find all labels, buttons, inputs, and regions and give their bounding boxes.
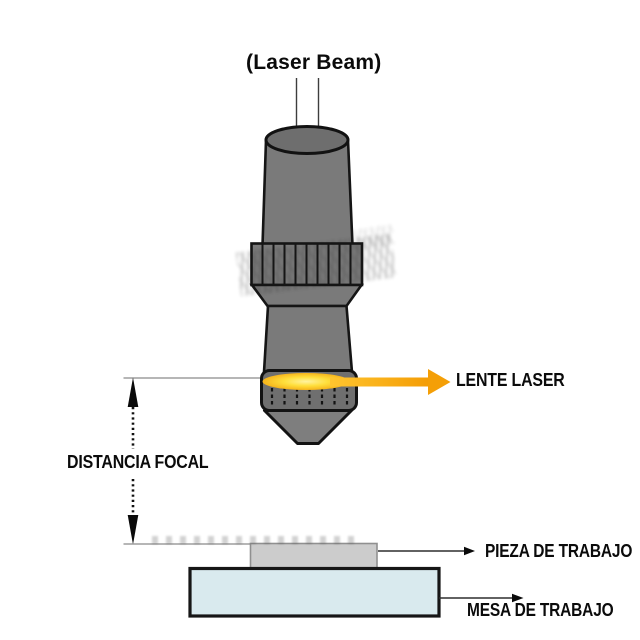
upper-barrel	[261, 138, 354, 247]
focus-ring-knurls	[261, 244, 352, 285]
ring-taper	[249, 283, 365, 308]
lower-barrel	[262, 304, 354, 374]
table-arrowhead-icon	[512, 593, 524, 603]
workpiece-arrowhead-icon	[464, 546, 475, 556]
nozzle-cone	[263, 409, 353, 445]
distancia-focal-label: DISTANCIA FOCAL	[67, 451, 209, 472]
mesa-de-trabajo-label: MESA DE TRABAJO	[467, 600, 614, 620]
laser-head-barrel	[249, 125, 365, 445]
lens-arrow-head-icon	[428, 369, 451, 395]
table-pointer-arrow	[439, 593, 524, 603]
laser-lens	[262, 373, 350, 390]
workpiece-pointer-arrow	[378, 546, 475, 556]
dimension-up-arrowhead-icon	[127, 377, 139, 407]
pieza-de-trabajo-label: PIEZA DE TRABAJO	[485, 541, 633, 561]
barrel-top-opening	[264, 125, 350, 155]
lens-callout-arrow	[330, 369, 451, 395]
dimension-down-arrowhead-icon	[127, 515, 139, 545]
lente-laser-label: LENTE LASER	[456, 369, 565, 390]
focal-distance-dimension	[123, 377, 262, 545]
laser-beam-label: (Laser Beam)	[246, 51, 382, 74]
workpiece	[249, 542, 378, 570]
lens-arrow-shaft	[330, 377, 428, 387]
work-table	[188, 566, 441, 618]
lens-holder-dashes	[270, 388, 349, 407]
